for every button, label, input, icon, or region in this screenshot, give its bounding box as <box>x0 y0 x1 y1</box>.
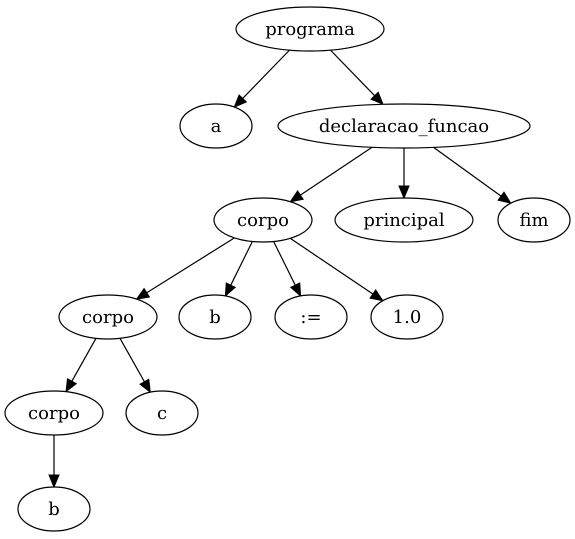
edge-line <box>146 237 235 294</box>
edge-line <box>273 241 296 286</box>
node-ellipse <box>277 103 531 149</box>
tree-node-n8: := <box>274 294 348 340</box>
node-label: := <box>300 307 321 328</box>
edge-n0-n2 <box>330 49 384 106</box>
node-label: fim <box>519 210 548 231</box>
edge-n3-n9 <box>289 237 384 302</box>
edge-n10-n12 <box>48 435 60 489</box>
edge-n6-n10 <box>65 338 97 393</box>
arrowhead-icon <box>224 282 237 298</box>
tree-node-n5: fim <box>497 197 571 243</box>
arrowhead-icon <box>135 287 151 300</box>
node-label: principal <box>363 210 445 231</box>
tree-node-n3: corpo <box>213 197 313 243</box>
edge-n2-n3 <box>289 146 373 203</box>
edge-n3-n8 <box>273 241 302 298</box>
tree-node-n7: b <box>178 294 252 340</box>
arrowhead-icon <box>370 91 384 106</box>
node-ellipse <box>179 103 253 149</box>
edge-n2-n5 <box>433 146 512 204</box>
node-ellipse <box>235 6 385 52</box>
node-ellipse <box>125 390 199 436</box>
arrowhead-icon <box>289 282 302 298</box>
edge-n2-n4 <box>398 148 410 200</box>
node-ellipse <box>17 486 91 532</box>
node-ellipse <box>58 294 158 340</box>
edge-n6-n11 <box>119 338 151 394</box>
tree-node-n6: corpo <box>58 294 158 340</box>
tree-node-n4: principal <box>334 197 474 243</box>
tree-node-n10: corpo <box>4 390 104 436</box>
edge-line <box>433 146 502 197</box>
tree-node-n9: 1.0 <box>370 294 444 340</box>
arrowhead-icon <box>497 191 512 204</box>
node-label: corpo <box>28 403 80 424</box>
node-label: b <box>48 499 60 520</box>
edge-n3-n6 <box>135 237 235 300</box>
arrowhead-icon <box>398 185 410 200</box>
edge-line <box>242 49 290 99</box>
arrowhead-icon <box>233 94 248 109</box>
tree-node-n2: declaracao_funcao <box>277 103 531 149</box>
node-ellipse <box>274 294 348 340</box>
node-ellipse <box>497 197 571 243</box>
arrowhead-icon <box>369 288 384 302</box>
node-ellipse <box>370 294 444 340</box>
edge-line <box>330 49 376 97</box>
edge-line <box>300 146 373 196</box>
node-label: programa <box>265 19 355 40</box>
node-label: corpo <box>82 307 134 328</box>
edge-line <box>119 338 145 383</box>
tree-node-n0: programa <box>235 6 385 52</box>
node-label: declaracao_funcao <box>319 116 489 137</box>
node-label: 1.0 <box>393 307 422 328</box>
edge-n3-n7 <box>224 241 253 298</box>
node-ellipse <box>334 197 474 243</box>
node-label: c <box>157 403 167 424</box>
edge-line <box>289 237 374 295</box>
node-label: corpo <box>237 210 289 231</box>
node-label: b <box>209 307 221 328</box>
node-ellipse <box>4 390 104 436</box>
arrowhead-icon <box>139 378 151 394</box>
edge-line <box>230 241 253 286</box>
arrowhead-icon <box>289 190 304 203</box>
arrowhead-icon <box>48 474 60 489</box>
node-label: a <box>211 116 222 137</box>
arrowhead-icon <box>65 377 78 393</box>
edges-layer <box>48 49 512 489</box>
tree-node-n12: b <box>17 486 91 532</box>
node-ellipse <box>178 294 252 340</box>
tree-node-n1: a <box>179 103 253 149</box>
edge-n0-n1 <box>233 49 290 109</box>
tree-node-n11: c <box>125 390 199 436</box>
node-ellipse <box>213 197 313 243</box>
edge-line <box>71 338 97 382</box>
